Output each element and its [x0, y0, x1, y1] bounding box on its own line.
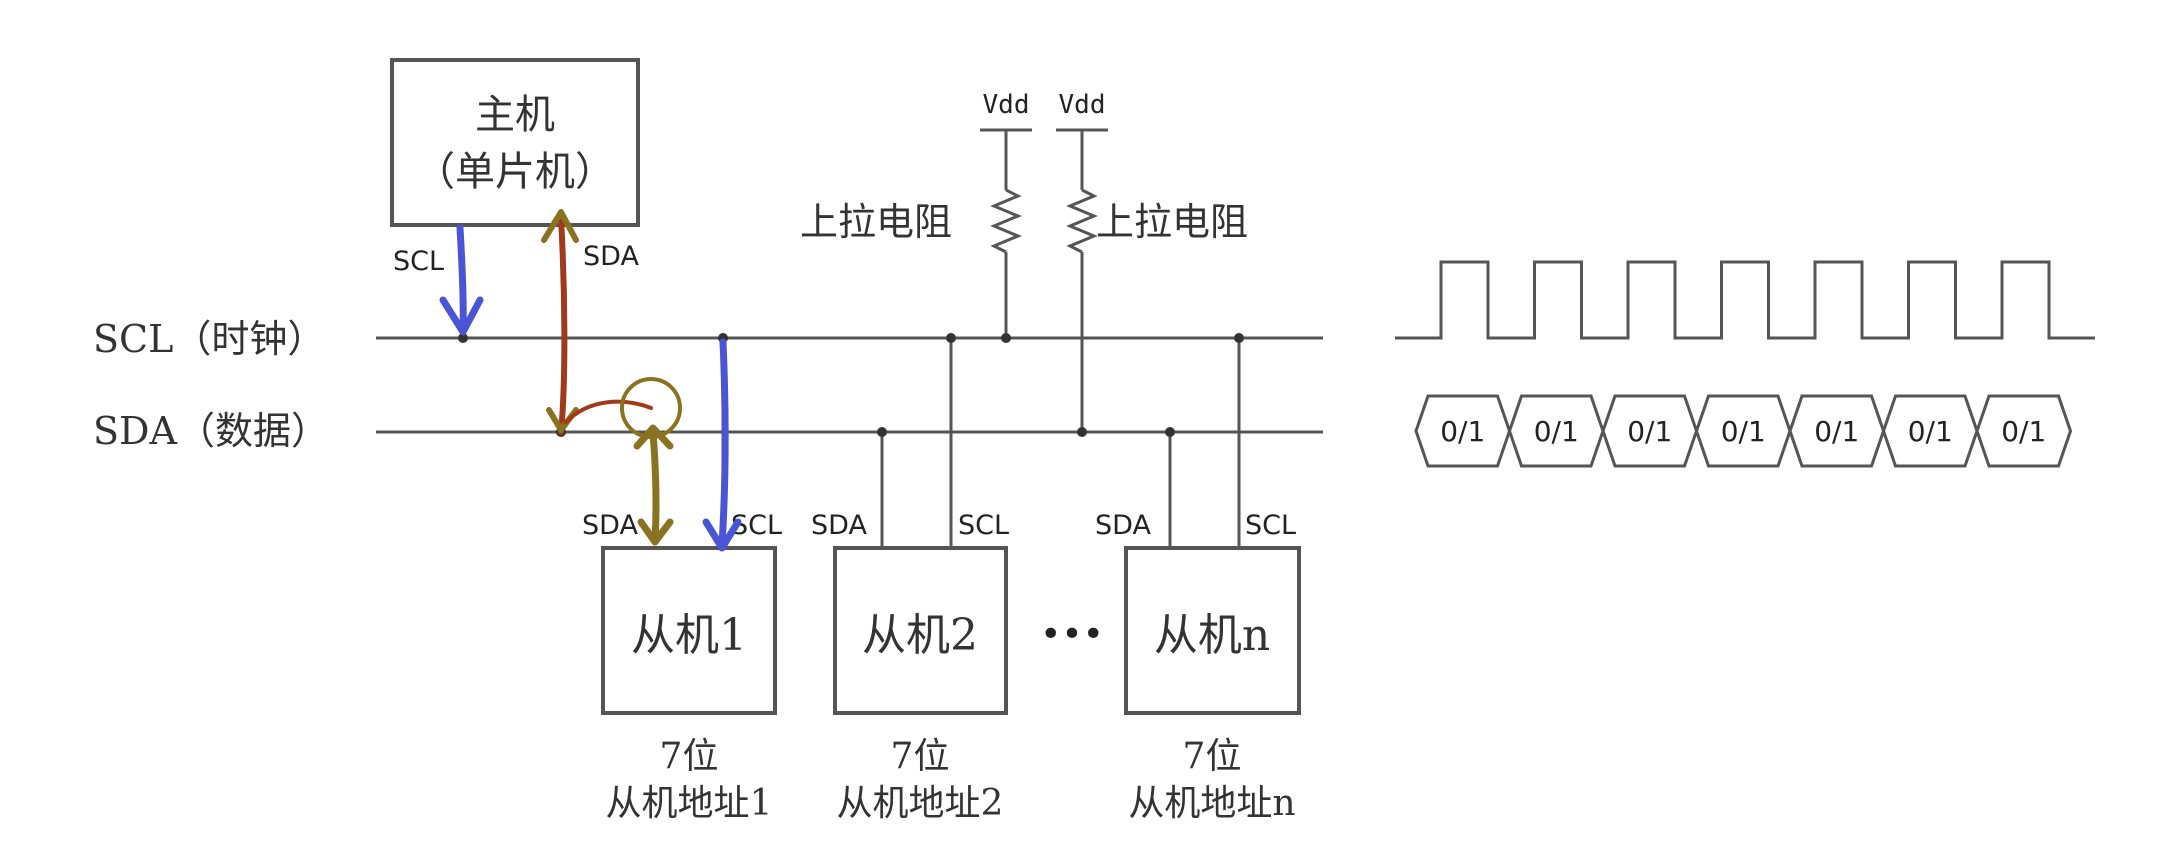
data-cell-label: 0/1: [1908, 415, 1953, 448]
slave-1-addr-bits: 7位: [660, 736, 719, 777]
slave-n-address: 从机地址n: [1128, 783, 1295, 824]
pullup-right: Vdd 上拉电阻: [1056, 90, 1248, 432]
vdd-right-label: Vdd: [1059, 90, 1106, 120]
resistor-right-label: 上拉电阻: [1096, 200, 1248, 244]
slave-1-name: 从机1: [631, 610, 747, 661]
bus-junctions: [458, 333, 1244, 437]
scl-slave-arrow: [702, 338, 742, 552]
clock-waveform: [1395, 260, 2095, 340]
sda-bus-label: SDA（数据）: [93, 409, 329, 453]
scl-bus-label: SCL（时钟）: [93, 317, 325, 361]
master-sda-label: SDA: [583, 241, 639, 272]
master-title: 主机: [475, 92, 555, 138]
slave-2-address: 从机地址2: [837, 783, 1004, 824]
slave-n: SDA SCL 从机n 7位 从机地址n: [1095, 510, 1301, 824]
slave-1: SDA SCL 从机1 7位 从机地址1: [582, 510, 782, 824]
slave-2-name: 从机2: [862, 610, 978, 661]
data-cell-label: 0/1: [1814, 415, 1859, 448]
resistor-left-label: 上拉电阻: [800, 200, 952, 244]
master-subtitle: （单片机）: [415, 149, 615, 195]
master-scl-label: SCL: [393, 246, 444, 277]
slave-2: SDA SCL 从机2 7位 从机地址2: [811, 510, 1009, 824]
master-box: 主机 （单片机）: [390, 58, 640, 227]
data-cell-label: 0/1: [2001, 415, 2046, 448]
slave-2-sda-label: SDA: [811, 510, 867, 541]
data-cell-label: 0/1: [1721, 415, 1766, 448]
slave-1-address: 从机地址1: [606, 783, 773, 824]
more-slaves-ellipsis: •••: [1040, 614, 1104, 655]
sda-slave-arrow: [633, 424, 674, 546]
scl-master-arrow: [439, 224, 484, 336]
resistor-right-icon: [1066, 188, 1098, 254]
data-cell-label: 0/1: [1534, 415, 1579, 448]
vdd-left-label: Vdd: [983, 90, 1030, 120]
pullup-left: Vdd 上拉电阻: [800, 90, 1032, 338]
slave-n-scl-label: SCL: [1245, 510, 1296, 541]
data-timing-cells: 0/1 0/1 0/1 0/1 0/1 0/1 0/1: [1414, 394, 2073, 468]
slave-n-addr-bits: 7位: [1183, 736, 1242, 777]
slave-n-name: 从机n: [1154, 610, 1270, 661]
data-cell-label: 0/1: [1440, 415, 1485, 448]
data-cell: [1975, 394, 2073, 468]
slave-2-scl-label: SCL: [958, 510, 1009, 541]
slave-1-sda-label: SDA: [582, 510, 638, 541]
slave-2-addr-bits: 7位: [891, 736, 950, 777]
resistor-left-icon: [990, 188, 1022, 254]
slave-n-sda-label: SDA: [1095, 510, 1151, 541]
data-cell-label: 0/1: [1627, 415, 1672, 448]
